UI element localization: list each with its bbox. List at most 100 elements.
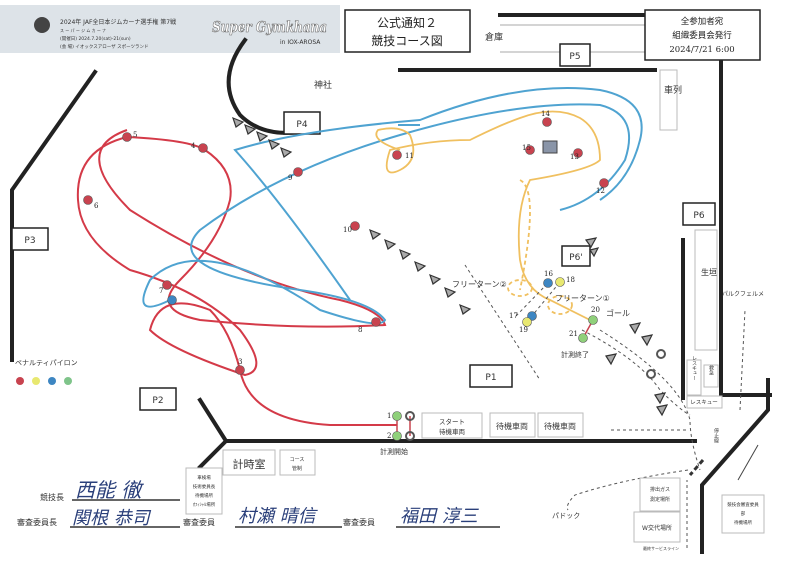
cone-number: 10	[343, 226, 352, 234]
cone-marker	[167, 295, 177, 305]
exhaust-box	[639, 477, 681, 512]
event-date: (開催日) 2024.7.20(sat)-21(sun)	[60, 35, 131, 42]
cone-number: 1	[387, 412, 391, 420]
official-wait-label-1: 競技会審査委員	[727, 501, 759, 508]
rescue-h-box	[686, 395, 723, 409]
waiting-box-1	[489, 412, 536, 438]
cone-number: 20	[591, 306, 600, 314]
w-change-label: W交代場所	[642, 524, 672, 532]
paddock-label: パドック	[552, 512, 580, 520]
cone-marker	[392, 411, 402, 421]
logo-sub: in IOX-AROSA	[280, 39, 321, 46]
pylons	[232, 116, 669, 441]
cone-marker	[350, 221, 360, 231]
cone-marker	[392, 150, 402, 160]
exhaust-label-1: 排出ガス	[650, 486, 670, 493]
parking-areas: P1 P2 P3 P4 P5 P6 P6'	[11, 43, 716, 411]
issuer-line2: 組織委員会発行	[672, 30, 732, 41]
header-banner	[0, 5, 340, 53]
ambulance-label: 救急	[708, 364, 714, 375]
service-line-label: 最終サービスライン	[643, 545, 679, 551]
cone-marker	[83, 195, 93, 205]
officials-box	[185, 467, 223, 515]
cone-marker	[599, 178, 609, 188]
issuer-line3: 2024/7/21 6:00	[669, 45, 734, 55]
cone-number: 13	[570, 153, 579, 161]
course-control-box	[279, 449, 316, 476]
cone-marker	[522, 317, 532, 327]
p1-label: P1	[485, 373, 496, 383]
event-venue: (会 場) イオックスアローザ スポーツランド	[60, 43, 149, 50]
cone-number: 4	[191, 142, 196, 150]
notice-box	[344, 9, 471, 53]
cone-marker	[371, 317, 381, 327]
sig-name-4: 福田 淳三	[400, 506, 480, 527]
officials-label-3: 待機場所	[195, 492, 213, 499]
w-change-box	[633, 511, 681, 543]
rescue-h-label: レスキュー	[690, 399, 718, 406]
rescue-v-box	[686, 359, 702, 396]
start-waiting-label: 待機車両	[439, 427, 466, 436]
super-gymkhana-logo: Super Gymkhana	[212, 18, 327, 36]
waiting-box-2	[537, 412, 584, 438]
walls	[10, 13, 772, 554]
cone-number: 2	[387, 432, 391, 440]
legend-swatches	[16, 377, 72, 385]
cone-number: 12	[596, 187, 605, 195]
ambulance-box	[703, 364, 719, 388]
hedge-area	[694, 229, 718, 351]
course-blue	[142, 87, 643, 325]
rescue-v-label: レスキュー	[691, 356, 697, 381]
p4-label: P4	[296, 120, 307, 130]
legend-title: ペナルティパイロン	[15, 359, 78, 367]
free-turn-1-label: フリーターン①	[555, 294, 610, 303]
waiting-label-1: 待機車両	[496, 421, 528, 431]
free-turn-2-label: フリーターン②	[452, 280, 507, 289]
notice-line2: 競技コース図	[371, 33, 442, 48]
p5-label: P5	[569, 52, 580, 62]
officials-label-4: ｵﾌｨｼｬﾙ場所	[193, 501, 216, 508]
cone-number: 21	[569, 330, 578, 338]
stop-line-label: 停止線	[713, 427, 719, 443]
official-wait-label-2: 部	[741, 510, 746, 517]
p3-label: P3	[24, 236, 35, 246]
sig-role-4: 審査委員	[343, 517, 375, 527]
cone-marker	[525, 145, 535, 155]
start-waiting-box	[421, 412, 483, 439]
officials-label-2: 技術委員長	[193, 483, 216, 490]
cone-number: 9	[288, 174, 292, 182]
official-wait-box	[721, 494, 765, 534]
cone-marker	[392, 431, 402, 441]
cone-marker	[235, 365, 245, 375]
cone-marker	[578, 333, 588, 343]
cone-marker	[122, 132, 132, 142]
official-wait-label-3: 待機場所	[734, 519, 752, 526]
square-marker	[542, 140, 558, 154]
warehouse-label: 倉庫	[485, 31, 503, 43]
signature-block: 競技長 西能 徹 審査委員長 関根 恭司 審査委員 村瀬 晴信 審査委員 福田 …	[17, 478, 500, 529]
p6-label: P6	[693, 211, 704, 221]
cone-number: 14	[541, 110, 550, 118]
cone-marker	[555, 277, 565, 287]
shrine-label: 神社	[314, 79, 332, 91]
sig-role-1: 競技長	[40, 492, 64, 502]
issuer-line1: 全参加者宛	[681, 16, 724, 27]
cone-marker	[543, 278, 553, 288]
event-title: 2024年 JAF全日本ジムカーナ選手権 第7戦	[60, 18, 176, 26]
cone-number: 18	[566, 276, 575, 284]
timing-start-label: 計測開始	[380, 447, 408, 456]
goal-label: ゴール	[606, 308, 630, 318]
cone-marker	[573, 148, 583, 158]
cone-marker	[162, 280, 172, 290]
timing-end-label: 計測終了	[561, 350, 589, 359]
car-line-label: 車列	[664, 84, 682, 96]
course-control-label-2: 管制	[292, 465, 302, 472]
officials-label-1: 車検場	[197, 474, 211, 481]
cone-marker	[588, 315, 598, 325]
cone-marker	[542, 117, 552, 127]
cone-number: 15	[522, 144, 531, 152]
course-control-label-1: コース	[290, 457, 305, 463]
